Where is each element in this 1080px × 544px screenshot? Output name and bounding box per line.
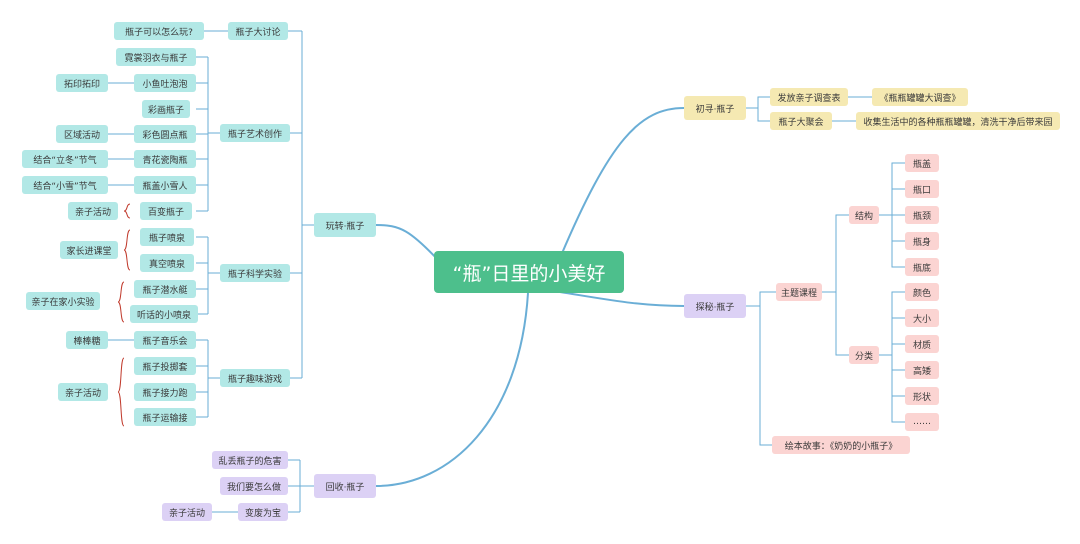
- chuxun-gathering-detail[interactable]: 收集生活中的各种瓶瓶罐罐，清洗干净后带来园: [856, 112, 1060, 130]
- note-rattle[interactable]: 棒棒糖: [66, 331, 108, 349]
- art-item[interactable]: 霓裳羽衣与瓶子: [116, 48, 196, 66]
- structure-item[interactable]: 瓶口: [905, 180, 939, 198]
- classify-item[interactable]: 高矮: [905, 361, 939, 379]
- link-chuxun-a: [746, 96, 770, 109]
- discussion-item[interactable]: 瓶子可以怎么玩?: [114, 22, 204, 40]
- structure-item[interactable]: 瓶身: [905, 232, 939, 250]
- classify-item[interactable]: ……: [905, 413, 939, 431]
- art-item[interactable]: 小鱼吐泡泡: [134, 74, 196, 92]
- link-theme-classify: [835, 292, 849, 356]
- games-item[interactable]: 瓶子接力跑: [134, 383, 196, 401]
- brace-parents: [123, 229, 131, 271]
- note-extend[interactable]: 拓印拓印: [56, 74, 108, 92]
- games-item[interactable]: 瓶子音乐会: [134, 331, 196, 349]
- art-item[interactable]: 彩色圆点瓶: [134, 125, 196, 143]
- art-item[interactable]: 瓶盖小雪人: [134, 176, 196, 194]
- link-center-tanmi: [559, 291, 685, 307]
- note-parents[interactable]: 家长进课堂: [60, 241, 118, 259]
- link-chuxun-b: [757, 108, 770, 122]
- note-family-games[interactable]: 亲子活动: [58, 383, 108, 401]
- link-structure-item: [879, 188, 905, 216]
- link-classify-item: [879, 354, 905, 423]
- note-home-experiment[interactable]: 亲子在家小实验: [26, 292, 100, 310]
- art-item[interactable]: 百变瓶子: [140, 202, 192, 220]
- note-family-art[interactable]: 亲子活动: [68, 202, 118, 220]
- chuxun-survey[interactable]: 发放亲子调查表: [770, 88, 848, 106]
- note-xiaoxue[interactable]: 结合“小雪”节气: [22, 176, 108, 194]
- brace-family-art: [123, 203, 131, 219]
- note-lidong[interactable]: 结合“立冬”节气: [22, 150, 108, 168]
- link-center-chuxun: [559, 107, 685, 259]
- science-node[interactable]: 瓶子科学实验: [220, 264, 290, 282]
- center-topic[interactable]: “瓶”日里的小美好: [434, 251, 624, 293]
- tanmi-story[interactable]: 绘本故事：《奶奶的小瓶子》: [772, 436, 910, 454]
- branch-huishou[interactable]: 回收·瓶子: [314, 474, 376, 498]
- classify-item[interactable]: 材质: [905, 335, 939, 353]
- games-item[interactable]: 瓶子投掷套: [134, 357, 196, 375]
- art-item[interactable]: 青花瓷陶瓶: [134, 150, 196, 168]
- classify-item[interactable]: 大小: [905, 309, 939, 327]
- link-theme-structure: [822, 214, 849, 293]
- chuxun-gathering[interactable]: 瓶子大聚会: [770, 112, 832, 130]
- games-node[interactable]: 瓶子趣味游戏: [220, 369, 290, 387]
- science-item[interactable]: 瓶子潜水艇: [134, 280, 196, 298]
- classify-item[interactable]: 形状: [905, 387, 939, 405]
- science-item[interactable]: 瓶子喷泉: [140, 228, 194, 246]
- recycle-item[interactable]: 乱丢瓶子的危害: [212, 451, 288, 469]
- link-classify-item: [879, 343, 905, 356]
- tanmi-theme[interactable]: 主题课程: [776, 283, 822, 301]
- link-tanmi-story: [759, 306, 772, 446]
- art-item[interactable]: 彩画瓶子: [142, 100, 190, 118]
- games-item[interactable]: 瓶子运输接: [134, 408, 196, 426]
- tanmi-structure[interactable]: 结构: [849, 206, 879, 224]
- science-item[interactable]: 听话的小喷泉: [130, 305, 198, 323]
- recycle-item[interactable]: 我们要怎么做: [220, 477, 288, 495]
- art-node[interactable]: 瓶子艺术创作: [220, 124, 290, 142]
- branch-tanmi[interactable]: 探秘·瓶子: [684, 294, 746, 318]
- branch-wanzhuan[interactable]: 玩转·瓶子: [314, 213, 376, 237]
- structure-item[interactable]: 瓶盖: [905, 154, 939, 172]
- science-item[interactable]: 真空喷泉: [140, 254, 194, 272]
- link-tanmi-theme: [746, 291, 776, 307]
- tanmi-classify[interactable]: 分类: [849, 346, 879, 364]
- branch-chuxun[interactable]: 初寻·瓶子: [684, 96, 746, 120]
- link-structure-item: [879, 214, 905, 268]
- recycle-item[interactable]: 变废为宝: [238, 503, 288, 521]
- discussion-node[interactable]: 瓶子大讨论: [228, 22, 288, 40]
- chuxun-survey-detail[interactable]: 《瓶瓶罐罐大调查》: [872, 88, 968, 106]
- note-area[interactable]: 区域活动: [56, 125, 108, 143]
- link-center-wanzhuan: [375, 224, 441, 263]
- classify-item[interactable]: 颜色: [905, 283, 939, 301]
- structure-item[interactable]: 瓶颈: [905, 206, 939, 224]
- brace-family-games: [117, 357, 125, 427]
- link-center-huishou: [375, 292, 529, 487]
- brace-home-experiment: [117, 281, 125, 323]
- recycle-note[interactable]: 亲子活动: [162, 503, 212, 521]
- structure-item[interactable]: 瓶底: [905, 258, 939, 276]
